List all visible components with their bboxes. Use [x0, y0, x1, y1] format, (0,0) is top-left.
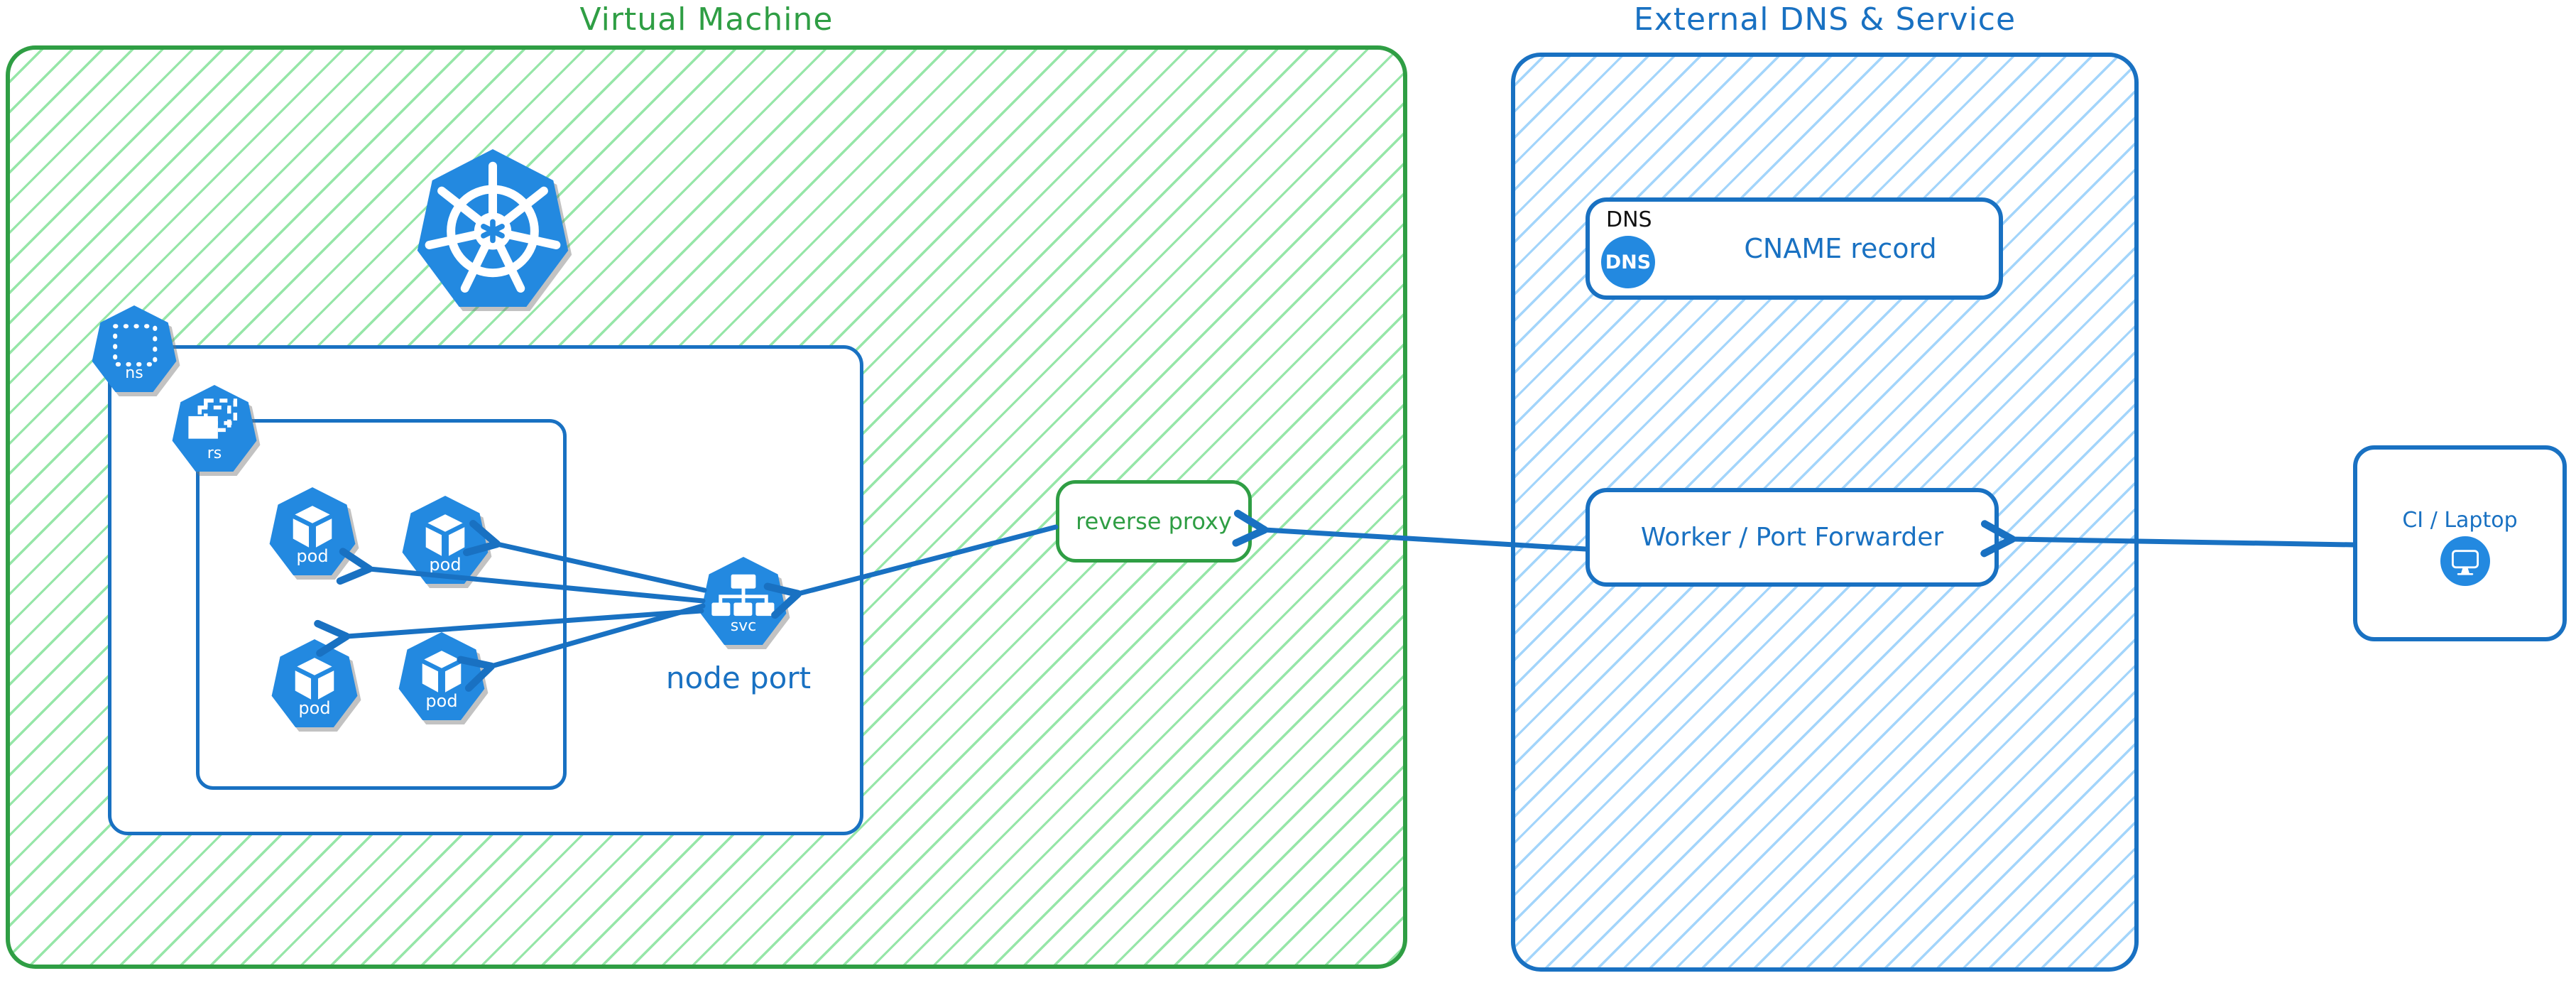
pod-label: pod: [429, 555, 462, 575]
virtual-machine-title: Virtual Machine: [579, 1, 834, 38]
cube-icon: [290, 504, 334, 550]
replicaset-box: [196, 419, 567, 790]
monitor-badge: [2440, 536, 2490, 586]
pod-icon-3: pod: [271, 639, 359, 727]
monitor-icon: [2451, 550, 2479, 575]
kubernetes-logo-icon: [415, 149, 570, 307]
cname-record-card: CNAME record: [1586, 197, 2003, 300]
replicaset-icon: rs: [171, 385, 258, 472]
node-port-caption: node port: [665, 661, 812, 695]
cname-record-label: CNAME record: [1744, 233, 1937, 264]
dns-badge-icon: DNS: [1601, 236, 1655, 288]
pod-label: pod: [425, 691, 458, 711]
cube-icon: [423, 512, 467, 559]
worker-port-forwarder-box: Worker / Port Forwarder: [1586, 488, 1999, 587]
service-icon-label: svc: [730, 617, 757, 635]
pod-icon-2: pod: [401, 496, 489, 584]
reverse-proxy-label: reverse proxy: [1076, 508, 1232, 535]
ci-laptop-label: CI / Laptop: [2402, 508, 2518, 533]
kubernetes-wheel-icon: [425, 161, 561, 293]
pod-icon-4: pod: [398, 632, 486, 720]
replicaset-icon-label: rs: [207, 445, 222, 462]
namespace-icon: ns: [91, 305, 178, 392]
pod-label: pod: [296, 546, 329, 566]
reverse-proxy-box: reverse proxy: [1056, 480, 1252, 563]
pod-label: pod: [298, 698, 331, 718]
dotted-square-icon: [113, 324, 158, 367]
worker-port-forwarder-label: Worker / Port Forwarder: [1640, 523, 1944, 552]
pod-icon-1: pod: [268, 487, 356, 575]
external-dns-title: External DNS & Service: [1633, 1, 2016, 38]
cube-icon: [293, 656, 337, 702]
stacked-squares-icon: [188, 398, 238, 439]
dns-badge-label: DNS: [1605, 251, 1652, 273]
service-tree-icon: [711, 574, 775, 617]
namespace-icon-label: ns: [125, 364, 143, 382]
dns-tag-label: DNS: [1606, 207, 1652, 232]
service-icon: svc: [699, 557, 787, 645]
